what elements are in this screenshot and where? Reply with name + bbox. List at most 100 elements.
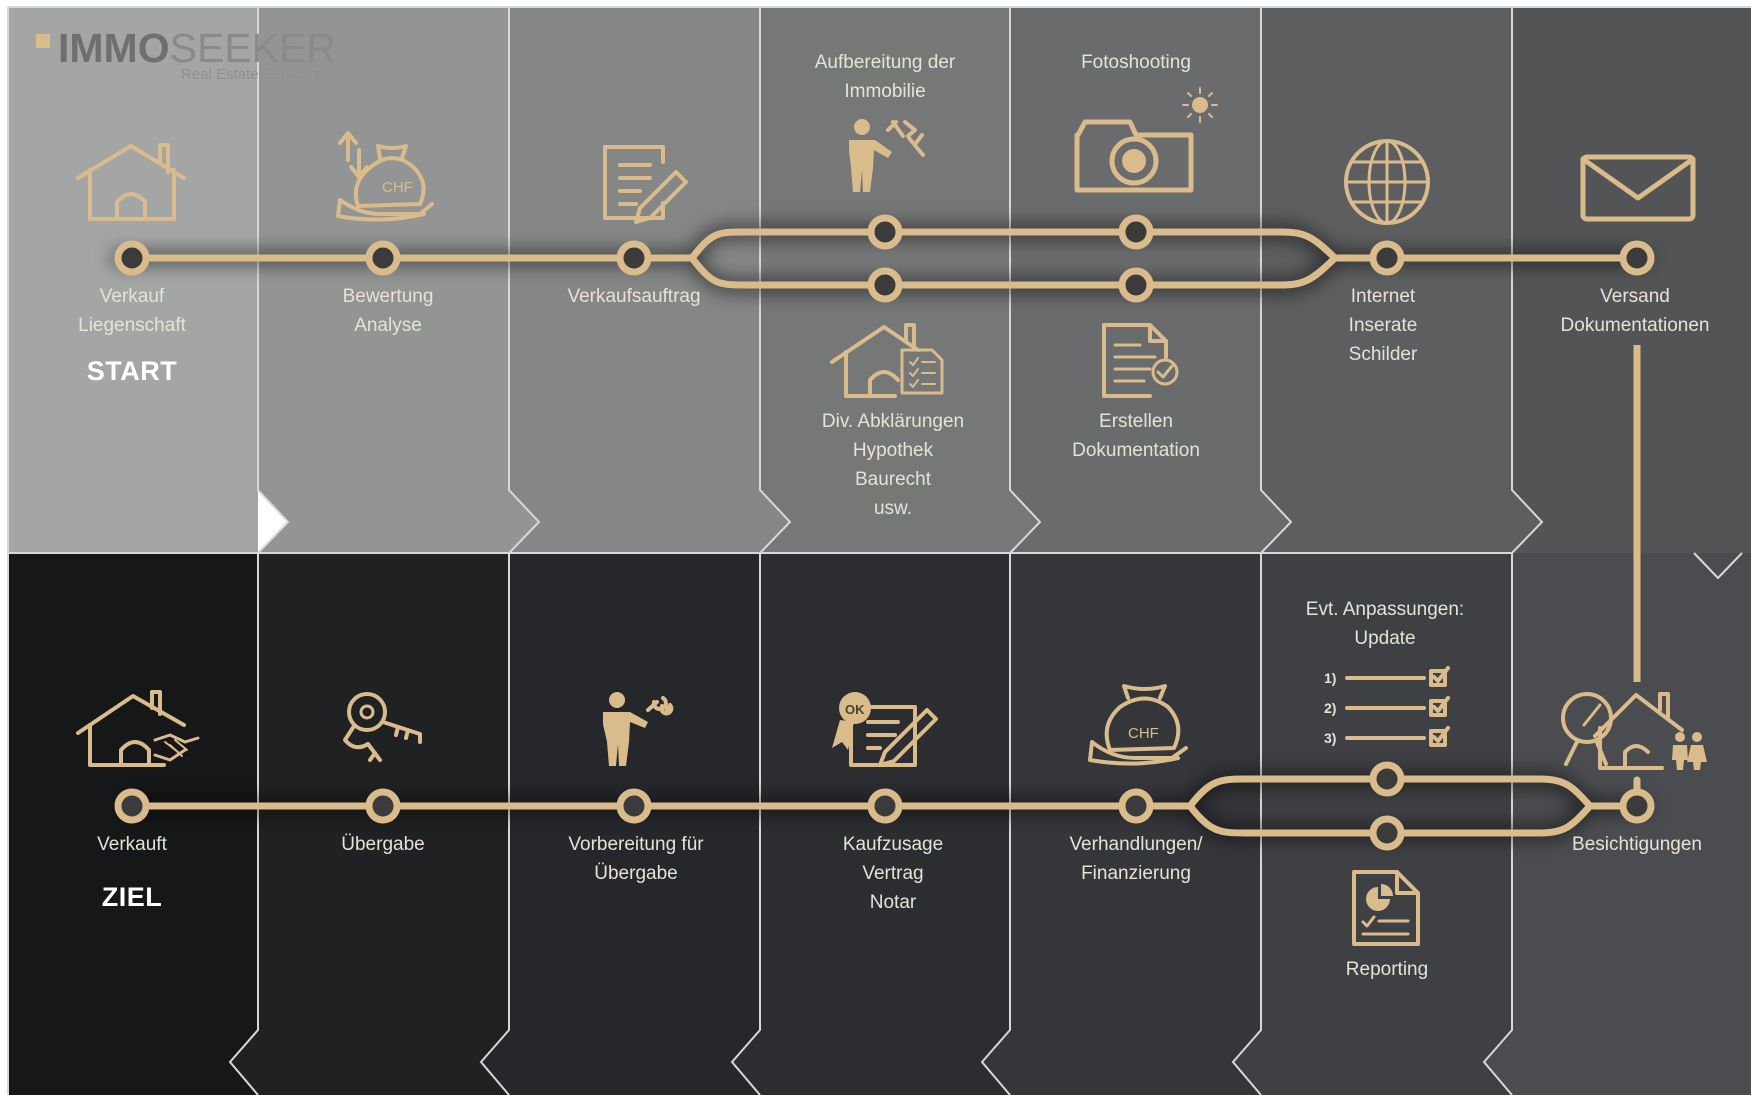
label-line: Dokumentationen — [1561, 315, 1710, 336]
track-nodes — [114, 214, 1655, 851]
bottom-separator-2 — [479, 553, 510, 1095]
house-handshake-icon — [76, 690, 200, 767]
chf-label-2: CHF — [1128, 725, 1159, 742]
sun-icon — [1182, 87, 1218, 123]
node-bewertung — [365, 240, 401, 276]
label-verkauft: Verkauft — [97, 834, 167, 855]
label-anpassungen: Evt. Anpassungen: Update — [1306, 599, 1464, 649]
label-line: Verhandlungen/ — [1069, 834, 1203, 855]
top-band-1 — [8, 7, 258, 553]
top-band-6 — [1261, 7, 1542, 553]
keys-icon — [343, 692, 422, 762]
label-line: Dokumentation — [1072, 440, 1200, 461]
label-line: Internet — [1351, 286, 1416, 307]
label-uebergabe: Übergabe — [341, 834, 424, 855]
document-check-icon — [1102, 323, 1179, 398]
checklist-item-2: 2) — [1324, 700, 1336, 716]
chf-label: CHF — [382, 179, 413, 196]
track-top-branch-lower — [688, 254, 1339, 289]
label-line: Erstellen — [1099, 411, 1173, 432]
bottom-separator-4 — [980, 553, 1011, 1095]
logo-text: IMMOSEEKER — [58, 25, 336, 71]
node-reporting — [1369, 815, 1405, 851]
house-magnifier-family-icon — [1561, 692, 1707, 770]
label-line: Immobilie — [844, 81, 925, 102]
person-key-icon — [603, 692, 674, 766]
money-bag-hand-icon-2: CHF — [1088, 684, 1188, 766]
start-label: START — [87, 356, 178, 386]
top-band-3 — [509, 7, 790, 553]
row-divider-notch — [1693, 552, 1743, 580]
node-verkauf-liegenschaft — [114, 240, 150, 276]
label-line: Reporting — [1346, 959, 1428, 980]
checklist-item-3: 3) — [1324, 730, 1336, 746]
checklist-icon: 1) 2) 3) — [1324, 666, 1450, 747]
node-versand — [1619, 240, 1655, 276]
bottom-separator-1 — [228, 553, 259, 1095]
node-anpassungen — [1369, 761, 1405, 797]
label-line: Liegenschaft — [78, 315, 186, 336]
node-aufbereitung — [867, 214, 903, 250]
label-line: Hypothek — [853, 440, 934, 461]
ziel-label: ZIEL — [102, 882, 163, 912]
label-line: Versand — [1600, 286, 1670, 307]
top-band-7 — [1512, 7, 1751, 578]
label-line: Update — [1354, 628, 1415, 649]
label-line: Aufbereitung der — [815, 52, 956, 73]
logo-tagline: Real Estate Services — [181, 66, 320, 83]
label-line: Kaufzusage — [843, 834, 943, 855]
top-separator-6 — [1511, 7, 1544, 554]
label-line: Inserate — [1349, 315, 1418, 336]
node-verhandlungen — [1118, 788, 1154, 824]
label-line: Übergabe — [341, 834, 424, 855]
node-fotoshooting — [1118, 214, 1154, 250]
process-track — [128, 228, 1641, 837]
label-line: Baurecht — [855, 469, 932, 490]
house-checklist-icon — [830, 323, 944, 398]
logo: IMMOSEEKER Real Estate Services — [36, 25, 336, 83]
node-verkaufsauftrag — [616, 240, 652, 276]
bottom-band-3 — [481, 553, 760, 1095]
bottom-separator-3 — [730, 553, 761, 1095]
node-verkauft — [114, 788, 150, 824]
label-line: Evt. Anpassungen: — [1306, 599, 1464, 620]
label-verhandlungen: Verhandlungen/Finanzierung — [1069, 834, 1203, 884]
node-uebergabe — [365, 788, 401, 824]
label-line: Verkauft — [97, 834, 167, 855]
node-besichtigungen — [1619, 788, 1655, 824]
track-bottom-branch-upper — [1186, 775, 1594, 810]
globe-icon — [1344, 139, 1430, 225]
track-top-branch-upper — [688, 228, 1339, 262]
camera-icon — [1074, 87, 1218, 193]
top-separator-3 — [759, 7, 792, 554]
worker-tools-icon — [849, 119, 925, 192]
label-line: Besichtigungen — [1572, 834, 1702, 855]
label-besichtigungen: Besichtigungen — [1572, 834, 1702, 855]
checklist-item-1: 1) — [1324, 670, 1336, 686]
ok-label: OK — [845, 702, 865, 717]
node-kaufzusage — [867, 788, 903, 824]
label-line: Vertrag — [862, 863, 923, 884]
node-vorbereitung — [616, 788, 652, 824]
bottom-band-2 — [230, 553, 509, 1095]
top-separator-4 — [1009, 7, 1042, 554]
document-pen-icon — [603, 145, 688, 224]
label-line: Notar — [870, 892, 917, 913]
bottom-band-1 — [8, 553, 258, 1095]
node-dokumentation — [1118, 267, 1154, 303]
node-internet — [1369, 240, 1405, 276]
label-line: Verkaufsauftrag — [567, 286, 700, 307]
label-line: Analyse — [354, 315, 422, 336]
pie-report-icon — [1352, 870, 1420, 946]
